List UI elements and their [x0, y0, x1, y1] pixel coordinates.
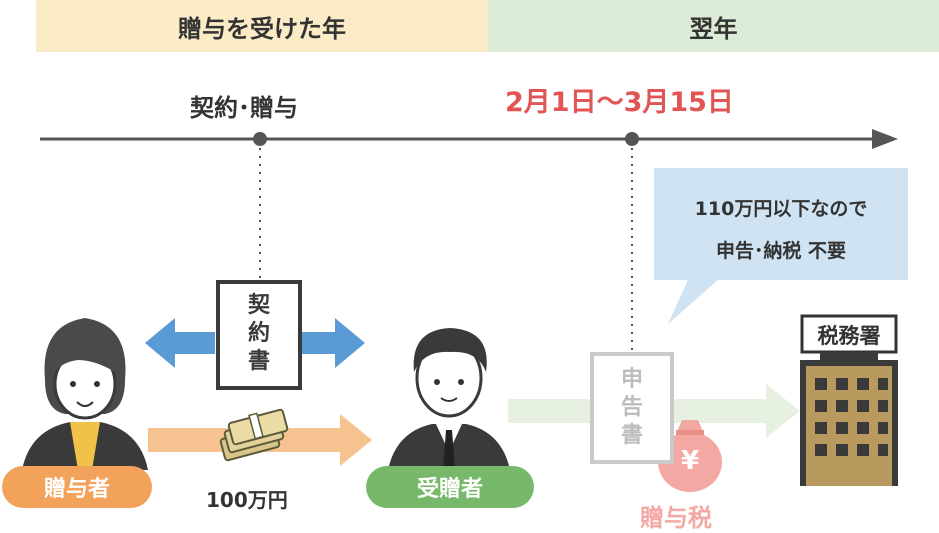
return-char: 書	[620, 423, 643, 448]
giver-label: 贈与者	[2, 466, 152, 508]
callout-box	[654, 168, 908, 280]
gift-tax-label: 贈与税	[640, 504, 712, 532]
receiver-label: 受贈者	[366, 466, 534, 508]
callout-tail	[668, 280, 718, 324]
giver-person	[22, 318, 148, 470]
return-char: 申	[620, 367, 643, 392]
contract-double-arrow	[145, 318, 365, 368]
money-bundle-icon	[219, 408, 289, 462]
filing-period-label: 2月1日〜3月15日	[505, 87, 734, 118]
timeline-arrowhead	[872, 129, 898, 149]
contract-document: 契 約 書	[216, 280, 302, 390]
callout-line1: 110万円以下なので	[694, 198, 868, 220]
callout-line2: 申告･納税 不要	[715, 240, 847, 262]
contract-char: 約	[247, 321, 270, 346]
money-amount: 100万円	[206, 488, 288, 512]
tax-office-building	[800, 314, 898, 486]
event-contract-label: 契約･贈与	[190, 94, 298, 122]
tax-office-sign: 税務署	[817, 324, 881, 348]
return-char: 告	[620, 395, 643, 420]
header-year-next: 翌年	[488, 0, 939, 52]
timeline-marker-contract	[253, 132, 267, 146]
receiver-person	[388, 328, 510, 470]
contract-char: 契	[247, 293, 270, 318]
contract-char: 書	[247, 349, 270, 374]
timeline-marker-filing	[625, 132, 639, 146]
tax-bag-icon	[658, 420, 722, 492]
yen-symbol: ¥	[680, 446, 700, 476]
header-year-gift: 贈与を受けた年	[36, 0, 488, 52]
tax-return-document: 申 告 書	[590, 352, 674, 464]
